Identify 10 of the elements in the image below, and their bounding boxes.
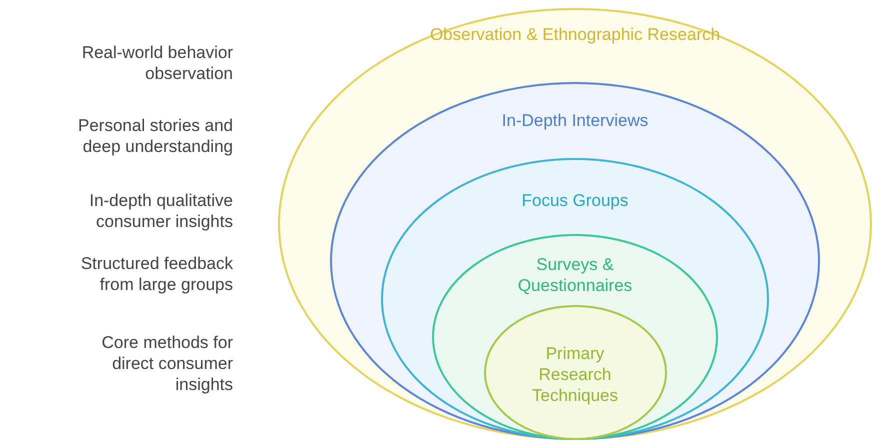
ellipse-label: Surveys & Questionnaires bbox=[516, 254, 634, 296]
description-text: Personal stories and deep understanding bbox=[77, 115, 233, 157]
ellipse-label: Observation & Ethnographic Research bbox=[428, 24, 722, 45]
ellipse-label: Focus Groups bbox=[520, 190, 630, 211]
ellipse-label: In-Depth Interviews bbox=[500, 110, 650, 131]
description-text: Real-world behavior observation bbox=[80, 42, 233, 84]
description-text: In-depth qualitative consumer insights bbox=[88, 190, 233, 232]
description-text: Structured feedback from large groups bbox=[80, 253, 233, 295]
ellipse-label: Primary Research Techniques bbox=[530, 343, 619, 406]
description-text: Core methods for direct consumer insights bbox=[100, 332, 233, 395]
